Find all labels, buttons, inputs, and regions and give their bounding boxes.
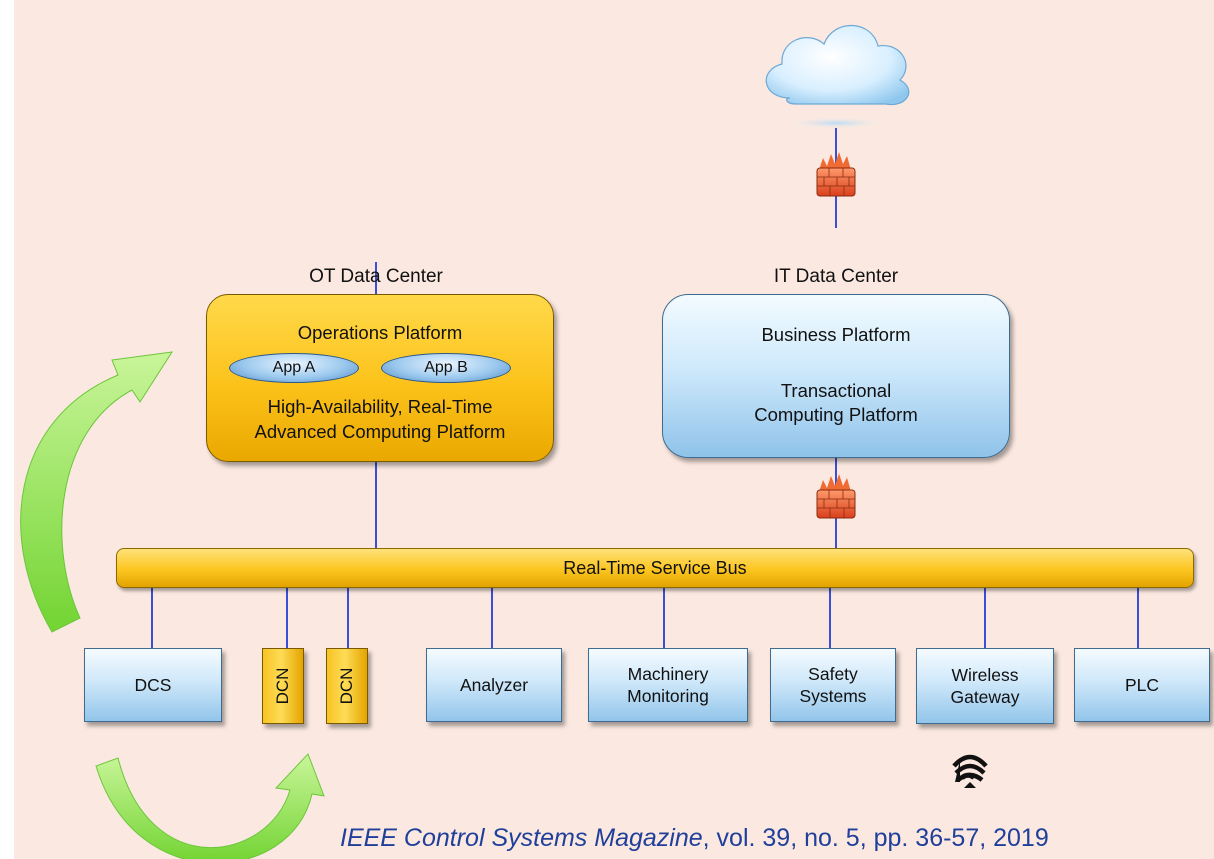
business-platform-line1: Transactional [780,380,892,401]
citation: IEEE Control Systems Magazine, vol. 39, … [340,824,1200,853]
firewall-icon [816,474,856,519]
citation-journal: IEEE Control Systems Magazine [340,824,703,852]
ot-data-center-title: OT Data Center [309,266,443,287]
citation-details: , vol. 39, no. 5, pp. 36-57, 2019 [702,824,1049,852]
operations-platform-line1: High-Availability, Real-Time [267,396,493,417]
operations-platform-line2: Advanced Computing Platform [254,421,506,442]
analyzer-label: Analyzer [459,675,529,695]
plc-label: PLC [1124,675,1160,695]
migration-arrow-icon [20,351,174,633]
migration-arrow-icon [95,753,325,859]
machinery-line2: Monitoring [627,686,709,706]
plc-box: PLC [1074,648,1210,722]
app-b-pill: App B [381,353,511,383]
wireless-gateway-box: Wireless Gateway [916,648,1054,724]
service-bus-label: Real-Time Service Bus [563,558,747,578]
safety-line1: Safety [808,664,858,684]
business-platform-box: Business Platform Transactional Computin… [662,294,1010,458]
business-platform-line2: Computing Platform [754,404,918,425]
wireless-line1: Wireless [951,665,1019,685]
analyzer-box: Analyzer [426,648,562,722]
wireless-line2: Gateway [950,687,1020,707]
it-data-center-title: IT Data Center [773,266,899,287]
dcs-label: DCS [134,675,172,695]
dcn-label-2: DCN [337,667,356,705]
wireless-gateway-label: Wireless Gateway [950,664,1019,708]
safety-line2: Systems [799,686,867,706]
dcn-label-1: DCN [273,667,292,705]
firewall-icon [816,152,856,197]
safety-systems-box: Safety Systems [770,648,896,722]
machinery-monitoring-box: Machinery Monitoring [588,648,748,722]
machinery-monitoring-label: Machinery Monitoring [627,663,709,707]
dcn-box-2: DCN [326,648,368,724]
operations-platform-box: Operations Platform App A App B High-Ava… [206,294,554,462]
operations-platform-title: Operations Platform [297,322,463,343]
business-platform-title: Business Platform [761,324,911,345]
real-time-service-bus: Real-Time Service Bus [116,548,1194,588]
dcn-box-1: DCN [262,648,304,724]
app-a-pill: App A [229,353,359,383]
machinery-line1: Machinery [627,664,709,684]
cloud-icon [765,24,910,129]
safety-systems-label: Safety Systems [799,663,866,707]
wireless-signal-icon [952,754,988,788]
dcs-box: DCS [84,648,222,722]
